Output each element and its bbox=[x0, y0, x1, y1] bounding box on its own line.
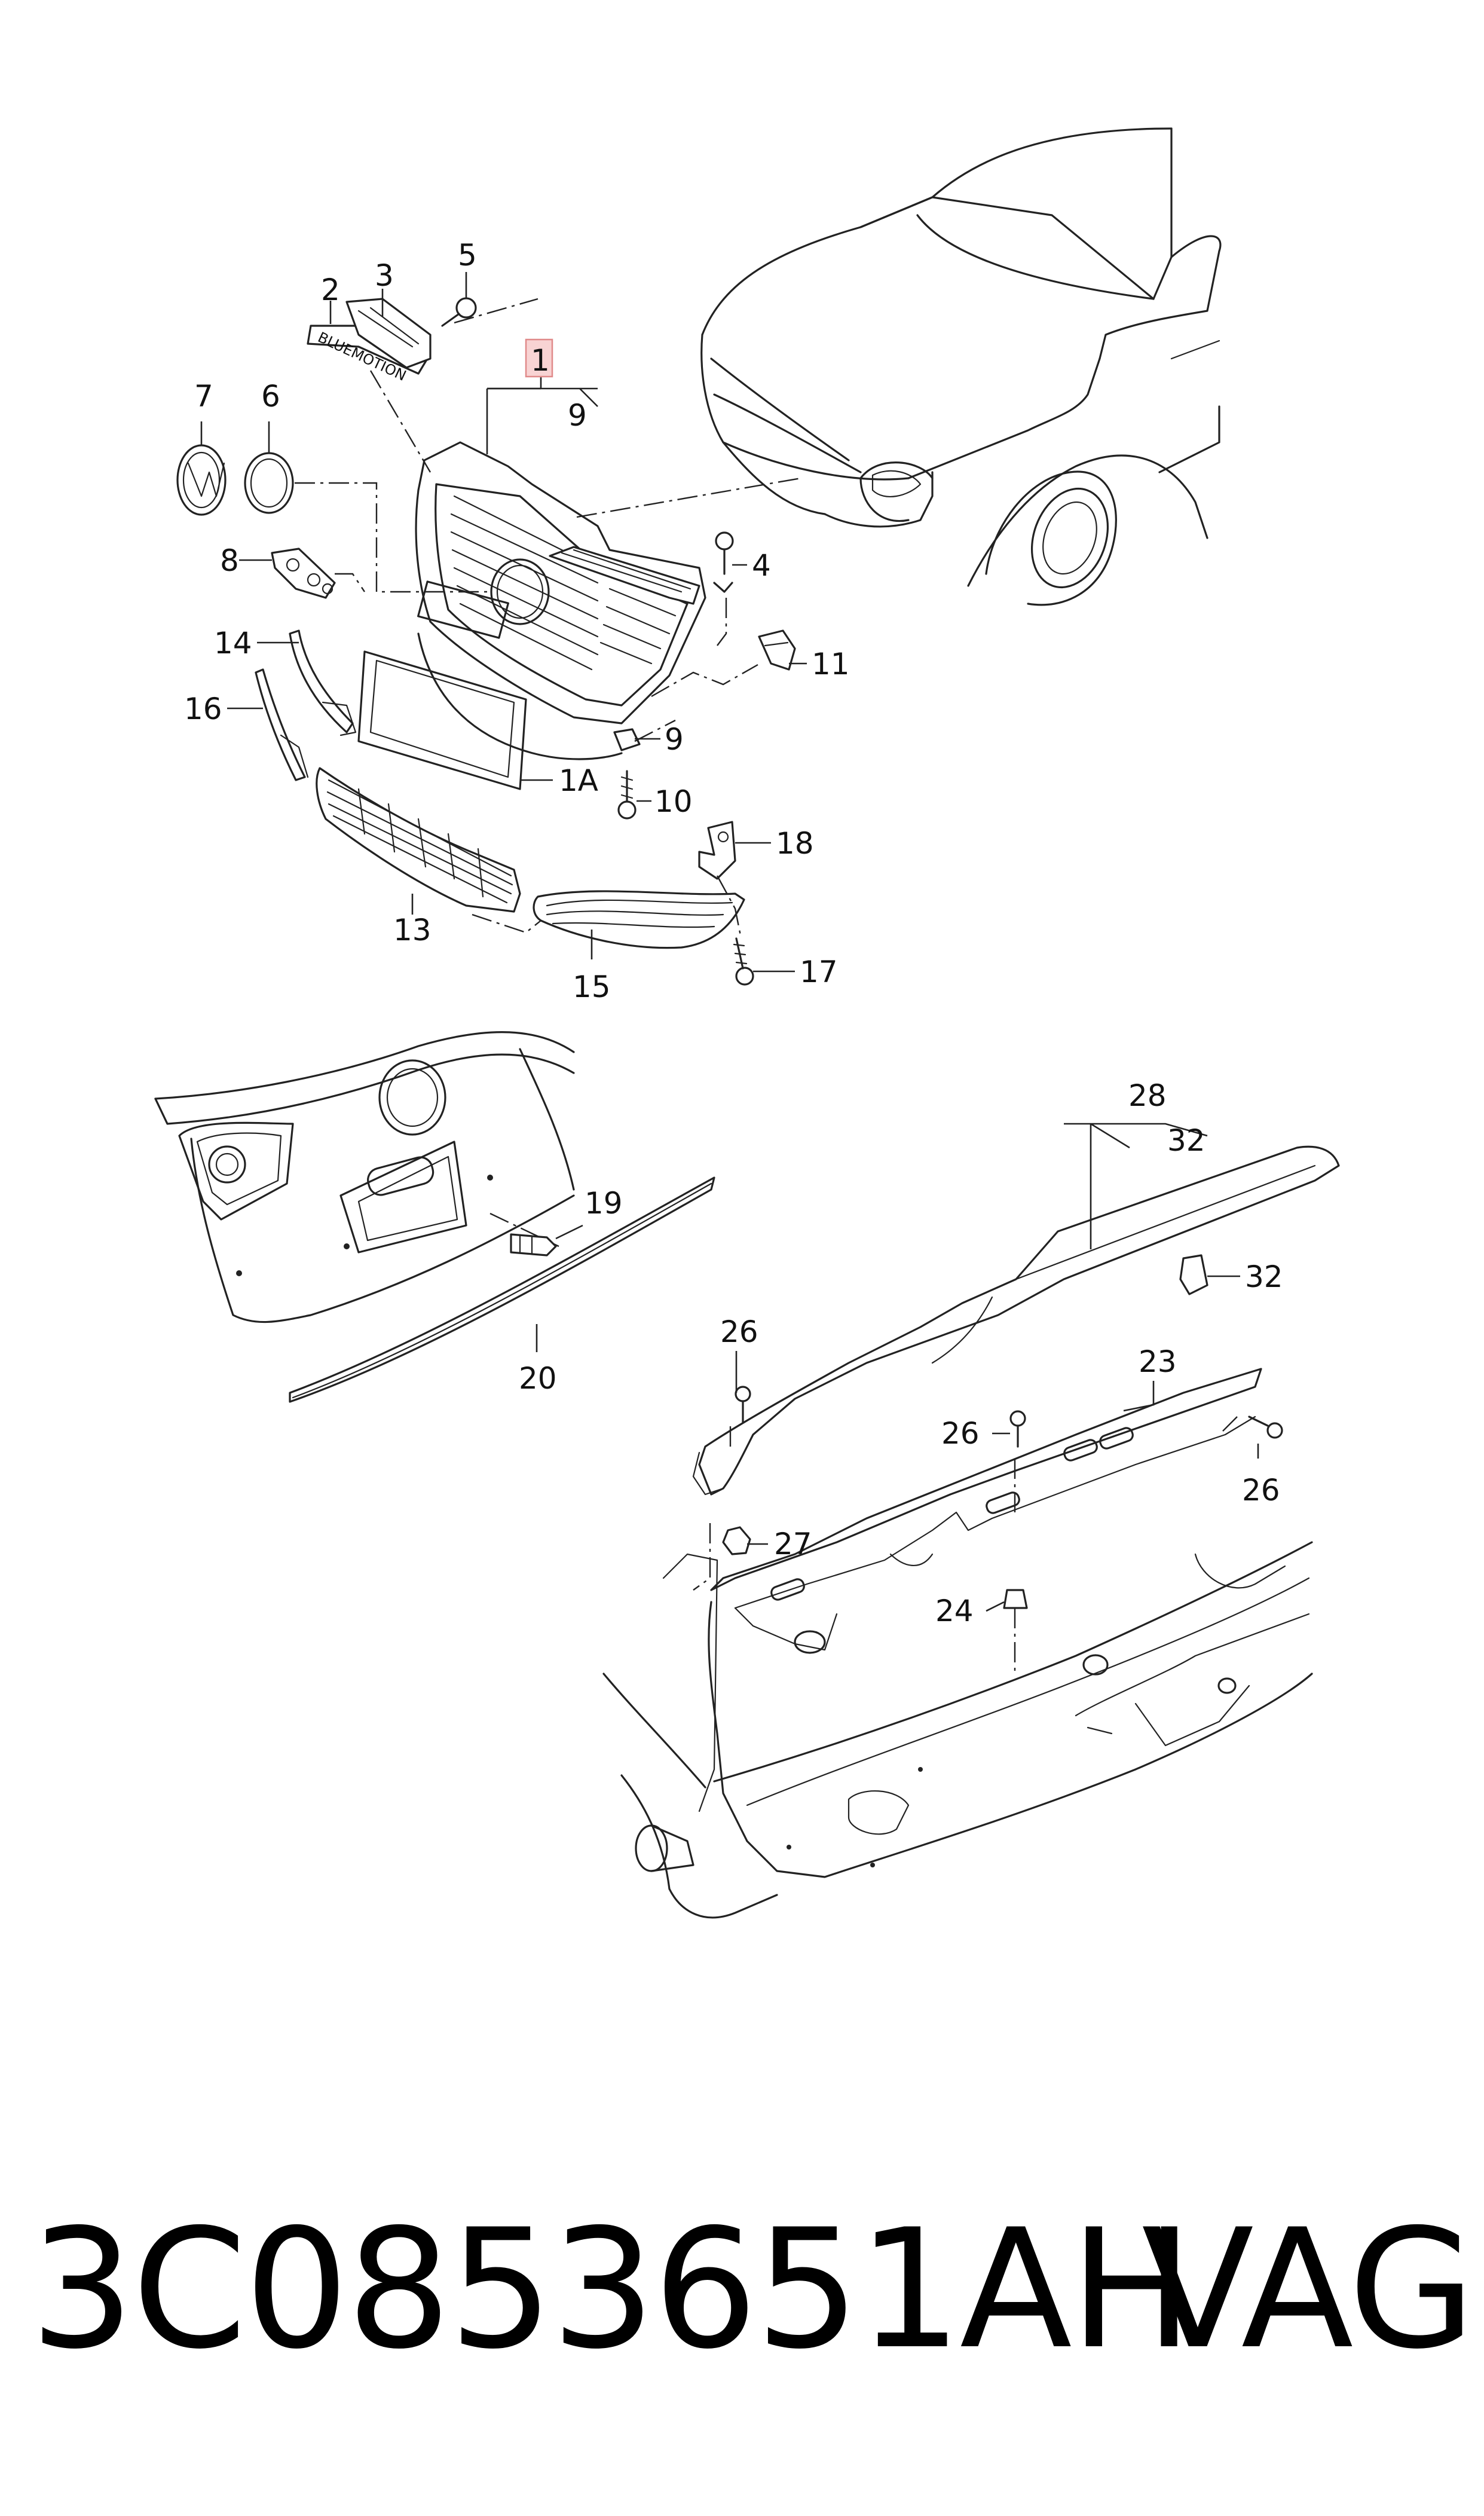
rear-tailgate-drawing bbox=[154, 1031, 575, 1323]
callout-20: 20 bbox=[519, 1361, 557, 1396]
assembly-lines bbox=[295, 298, 1238, 1674]
callout-26-left: 26 bbox=[720, 1314, 758, 1349]
callout-1A: 1A bbox=[559, 763, 598, 798]
front-grille bbox=[415, 441, 706, 760]
trim-strip-14-drawing bbox=[289, 629, 357, 736]
clip-9-drawing bbox=[613, 728, 641, 751]
sensor-bracket-drawing bbox=[271, 548, 336, 599]
callout-1: 1 bbox=[531, 343, 550, 378]
clip-11-drawing bbox=[758, 629, 796, 671]
clip-19-drawing bbox=[510, 1233, 557, 1257]
callout-6: 6 bbox=[261, 379, 280, 414]
callout-4: 4 bbox=[752, 548, 771, 583]
callout-28: 28 bbox=[1128, 1078, 1167, 1113]
screw-4-drawing bbox=[713, 531, 734, 593]
underbody-drawing bbox=[602, 1541, 1313, 1919]
sill-trim-drawing bbox=[692, 1145, 1340, 1496]
callout-11: 11 bbox=[812, 647, 850, 681]
rear-trim-strip-drawing bbox=[289, 1176, 715, 1403]
part-number: 3C0853651AH bbox=[30, 2194, 1194, 2385]
callout-27: 27 bbox=[774, 1527, 812, 1561]
screw-17-drawing bbox=[733, 937, 754, 986]
callout-26-right: 26 bbox=[1242, 1473, 1280, 1508]
end-cap-32-drawing bbox=[1179, 1254, 1208, 1295]
screw-10-drawing bbox=[617, 770, 637, 820]
callout-8: 8 bbox=[220, 543, 239, 578]
callout-numbers: 1 9 2 3 5 7 6 8 4 14 11 16 9 1A 10 18 13… bbox=[184, 238, 1283, 1628]
callout-32-top: 32 bbox=[1167, 1123, 1205, 1158]
callout-32-cap: 32 bbox=[1245, 1259, 1283, 1294]
footer-caption: 3C0853651AH VAG bbox=[30, 2200, 1476, 2379]
callout-1-highlight bbox=[525, 338, 553, 378]
callout-16: 16 bbox=[184, 692, 222, 726]
callout-9-top: 9 bbox=[568, 398, 587, 433]
emblem-ring-drawing bbox=[244, 452, 294, 514]
lower-grille-drawing bbox=[316, 767, 521, 913]
callout-7: 7 bbox=[194, 379, 213, 414]
callout-5: 5 bbox=[458, 238, 477, 273]
callout-24: 24 bbox=[935, 1594, 974, 1628]
callout-17: 17 bbox=[800, 955, 838, 989]
callout-13: 13 bbox=[393, 913, 432, 947]
callout-3: 3 bbox=[375, 258, 394, 293]
nut-27-drawing bbox=[722, 1526, 751, 1555]
callout-18: 18 bbox=[776, 826, 814, 861]
callout-14: 14 bbox=[214, 626, 252, 661]
callout-10: 10 bbox=[654, 784, 693, 819]
callout-2: 2 bbox=[321, 273, 340, 307]
callout-19: 19 bbox=[585, 1186, 623, 1221]
callout-23: 23 bbox=[1139, 1344, 1177, 1379]
car-front-drawing bbox=[700, 127, 1222, 606]
brand-name: VAG bbox=[1142, 2194, 1476, 2385]
fog-light-grille-drawing bbox=[533, 890, 745, 949]
callout-26-mid: 26 bbox=[941, 1416, 980, 1451]
leader-lines bbox=[200, 272, 1259, 1612]
vw-emblem-drawing bbox=[176, 444, 227, 516]
clip-24-drawing bbox=[1003, 1589, 1028, 1609]
trim-strip-16-drawing bbox=[255, 668, 309, 781]
bracket-18-drawing bbox=[698, 821, 736, 880]
licence-plate-holder bbox=[357, 650, 527, 790]
callout-9-grille: 9 bbox=[665, 722, 684, 757]
screw-26-drawings bbox=[735, 1386, 1283, 1448]
sill-bracket-drawing bbox=[710, 1368, 1262, 1654]
callout-15: 15 bbox=[573, 970, 611, 1004]
